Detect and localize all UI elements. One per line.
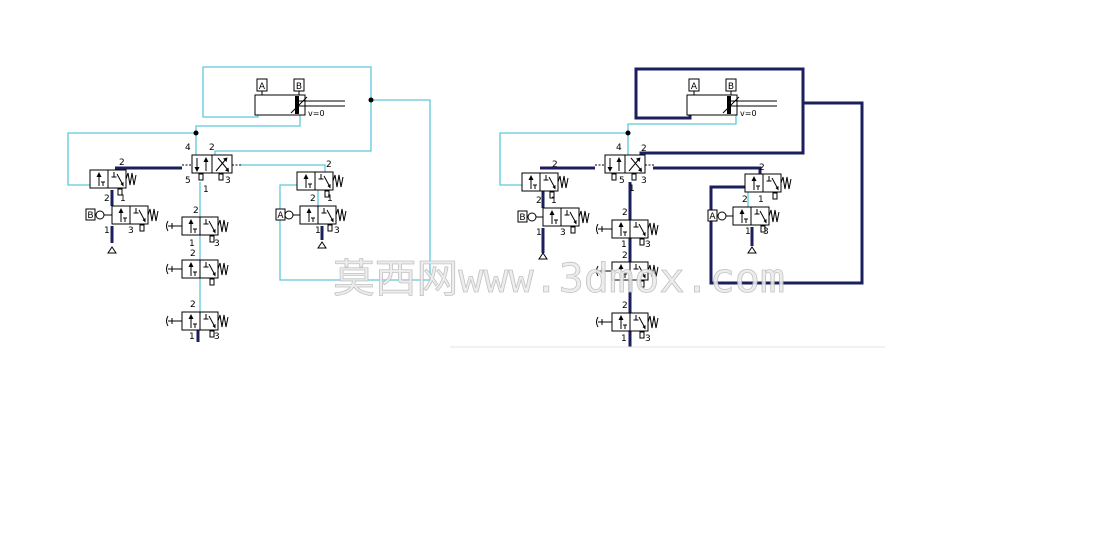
exhaust-icon	[747, 246, 757, 254]
push-button-valve-3	[611, 312, 659, 339]
roller-label: B	[519, 213, 525, 223]
port-label: 1	[203, 185, 209, 195]
roller-label-box	[517, 210, 528, 223]
port-label: 2	[209, 143, 215, 153]
line-pressurized-return	[709, 101, 864, 285]
port-label: 2	[190, 300, 196, 310]
port-label: 2	[622, 251, 628, 261]
roller-label-box	[275, 208, 286, 221]
roller-label-box	[707, 209, 718, 222]
roller-icon	[717, 211, 727, 221]
port-label: 2	[190, 249, 196, 259]
port-label: 2	[310, 194, 316, 204]
roller-label: A	[709, 212, 716, 222]
port-label: 2	[622, 301, 628, 311]
port-label: 3	[225, 176, 231, 186]
junction-dot	[193, 130, 199, 136]
port-label: 1	[551, 196, 557, 206]
port-label: 1	[189, 332, 195, 342]
port-label: 3	[214, 332, 220, 342]
roller-valve-a	[732, 206, 780, 233]
port-label: 3	[214, 239, 220, 249]
port-label: 2	[326, 160, 332, 170]
roller-icon	[284, 210, 294, 220]
push-button-icon	[166, 263, 183, 275]
port-a-label: A	[691, 82, 698, 92]
port-label: 2	[742, 195, 748, 205]
left-circuit: A B v=0 4 2 5 3 1 2 B 2 1 1 3 2	[67, 66, 431, 342]
push-button-icon	[166, 220, 183, 232]
port-label: 1	[327, 194, 333, 204]
port-label: 1	[745, 227, 751, 237]
push-button-icon	[596, 223, 613, 235]
port-label: 3	[334, 226, 340, 236]
double-acting-cylinder: A B v=0	[254, 78, 345, 118]
port-label: 2	[193, 206, 199, 216]
push-button-valve-2	[181, 259, 229, 286]
port-label: 2	[622, 208, 628, 218]
port-label: 1	[758, 195, 764, 205]
port-label: 2	[759, 163, 765, 173]
exhaust-icon	[317, 241, 327, 249]
port-label: 3	[128, 226, 134, 236]
cylinder-speed-label: v=0	[308, 109, 325, 118]
port-label: 1	[315, 226, 321, 236]
pilot-3-2-valve-right	[744, 173, 792, 200]
roller-icon	[527, 212, 537, 222]
port-label: 5	[185, 176, 191, 186]
roller-label: A	[277, 211, 284, 221]
exhaust-icon	[107, 246, 117, 254]
main-5-2-valve	[181, 154, 243, 181]
port-label: 4	[185, 143, 191, 153]
port-label: 3	[560, 228, 566, 238]
push-button-icon	[166, 315, 183, 327]
line-cylinder-b	[627, 112, 737, 155]
pilot-3-2-valve-left	[521, 172, 569, 199]
right-circuit: A B v=0 4 2 5 3 1 2 B 2 1 1 3 2	[450, 67, 885, 348]
port-label: 1	[629, 184, 635, 194]
line-pilot-left	[499, 132, 628, 186]
double-acting-cylinder: A B v=0	[686, 78, 777, 118]
port-label: 3	[645, 240, 651, 250]
line-pilot-left	[67, 132, 196, 186]
cylinder-speed-label: v=0	[740, 109, 757, 118]
push-button-icon	[596, 316, 613, 328]
port-label: 1	[621, 334, 627, 344]
line-cylinder-b	[195, 112, 301, 155]
line-cylinder-a-loop	[202, 66, 372, 155]
port-a-label: A	[259, 82, 266, 92]
port-label: 4	[616, 143, 622, 153]
roller-valve-b	[111, 205, 159, 232]
port-label: 3	[645, 334, 651, 344]
roller-label-box	[85, 208, 96, 221]
roller-label: B	[87, 211, 93, 221]
junction-dot	[368, 97, 374, 103]
line-return-right	[279, 99, 431, 281]
push-button-valve-1	[611, 219, 659, 246]
port-label: 2	[119, 158, 125, 168]
port-label: 1	[536, 228, 542, 238]
pilot-3-2-valve-right	[296, 171, 344, 198]
port-label: 1	[120, 194, 126, 204]
line-main-to-right-valve	[240, 164, 326, 172]
port-label: 1	[621, 240, 627, 250]
port-label: 1	[189, 239, 195, 249]
roller-icon	[95, 210, 105, 220]
port-label: 2	[104, 194, 110, 204]
roller-valve-b	[542, 207, 590, 234]
port-label: 3	[763, 227, 769, 237]
line-pressurized-cylinder-a-loop	[634, 67, 805, 155]
port-b-label: B	[728, 82, 734, 92]
port-b-label: B	[296, 82, 302, 92]
watermark: 莫西网www.3dmox.com	[333, 256, 785, 302]
port-label: 5	[619, 176, 625, 186]
line-pressurized-main-to-right-valve	[653, 166, 762, 174]
port-label: 3	[641, 176, 647, 186]
junction-dot	[625, 130, 631, 136]
port-label: 2	[536, 196, 542, 206]
port-label: 2	[552, 160, 558, 170]
port-label: 1	[104, 226, 110, 236]
port-label: 2	[641, 144, 647, 154]
